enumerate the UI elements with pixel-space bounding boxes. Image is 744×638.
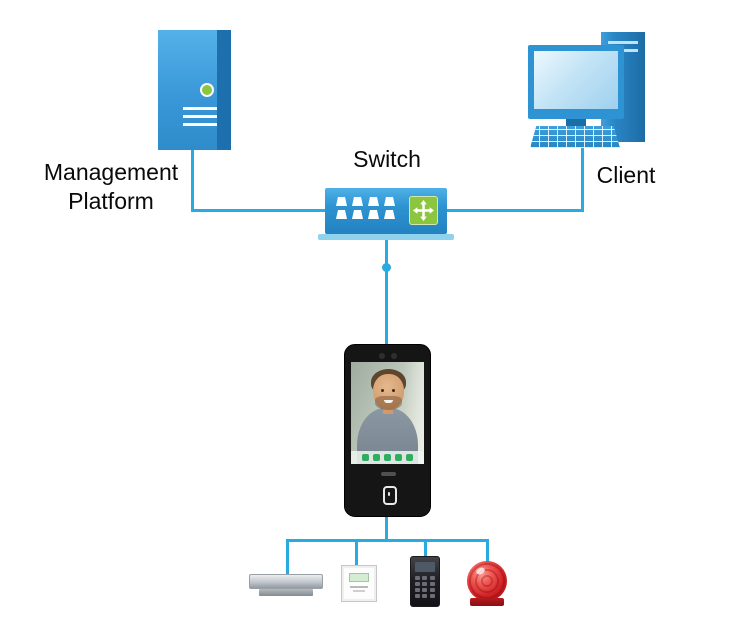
exit-button-lcd: [349, 573, 369, 582]
server-power-led: [202, 85, 212, 95]
terminal-brand-mark: [381, 472, 396, 476]
screen-toolbar-icon: [362, 454, 369, 461]
terminal-camera-dot: [379, 353, 385, 359]
access-terminal-icon: [344, 344, 431, 517]
person-photo: [351, 362, 424, 464]
terminal-screen: [351, 362, 424, 464]
connector-platform-to-bus: [191, 149, 194, 211]
switch-icon: [325, 188, 447, 234]
magnetic-lock-icon: [249, 574, 323, 596]
connector-drop-exit-button: [355, 539, 358, 566]
terminal-camera-dot: [391, 353, 397, 359]
connector-bus-left: [191, 209, 327, 212]
siren-glint: [475, 566, 486, 576]
switch-base-shadow: [318, 234, 454, 240]
label-line: Management: [43, 159, 179, 185]
terminal-doorbell-icon: [383, 486, 397, 505]
card-reader-display: [415, 562, 435, 572]
connector-drop-card-reader: [424, 539, 427, 557]
screen-toolbar-icon: [395, 454, 402, 461]
person-eye: [392, 389, 395, 392]
card-reader-keypad: [415, 576, 435, 598]
server-icon: [158, 30, 231, 150]
siren-dome: [467, 561, 507, 601]
switch-traffic-icon: [409, 196, 438, 225]
switch-label: Switch: [353, 146, 421, 172]
management-platform-label: Management Platform: [18, 158, 204, 216]
card-reader-icon: [410, 556, 440, 607]
client-monitor-stand: [566, 119, 586, 126]
connector-switch-to-terminal: [385, 233, 388, 346]
screen-toolbar: [351, 451, 424, 464]
client-computer-icon: [524, 30, 650, 150]
screen-toolbar-icon: [384, 454, 391, 461]
exit-button-caption: [353, 590, 365, 592]
client-monitor: [528, 45, 624, 119]
server-vents: [183, 107, 217, 131]
person-smile: [384, 400, 393, 403]
switch-ports: [336, 197, 398, 219]
siren-base: [470, 598, 504, 606]
connector-bus-right: [446, 209, 584, 212]
client-label: Client: [596, 162, 656, 188]
connector-junction-dot: [382, 263, 391, 272]
alarm-siren-icon: [466, 561, 508, 606]
client-monitor-screen: [534, 51, 618, 109]
person-eye: [381, 389, 384, 392]
person-face: [373, 374, 404, 410]
connector-peripheral-bus: [286, 539, 489, 542]
person-beard: [375, 396, 402, 410]
magnetic-lock-plate: [259, 589, 313, 596]
screen-toolbar-icon: [406, 454, 413, 461]
exit-button-icon: [341, 565, 377, 602]
connector-terminal-to-bus: [385, 515, 388, 542]
server-side-panel: [217, 30, 231, 150]
label-line: Platform: [68, 188, 154, 214]
exit-button-caption: [350, 586, 368, 588]
client-keyboard: [530, 126, 620, 148]
connector-drop-maglock: [286, 539, 289, 576]
tower-drive-slot: [608, 41, 638, 44]
connector-client-to-bus: [581, 147, 584, 212]
screen-toolbar-icon: [373, 454, 380, 461]
connector-drop-siren: [486, 539, 489, 563]
